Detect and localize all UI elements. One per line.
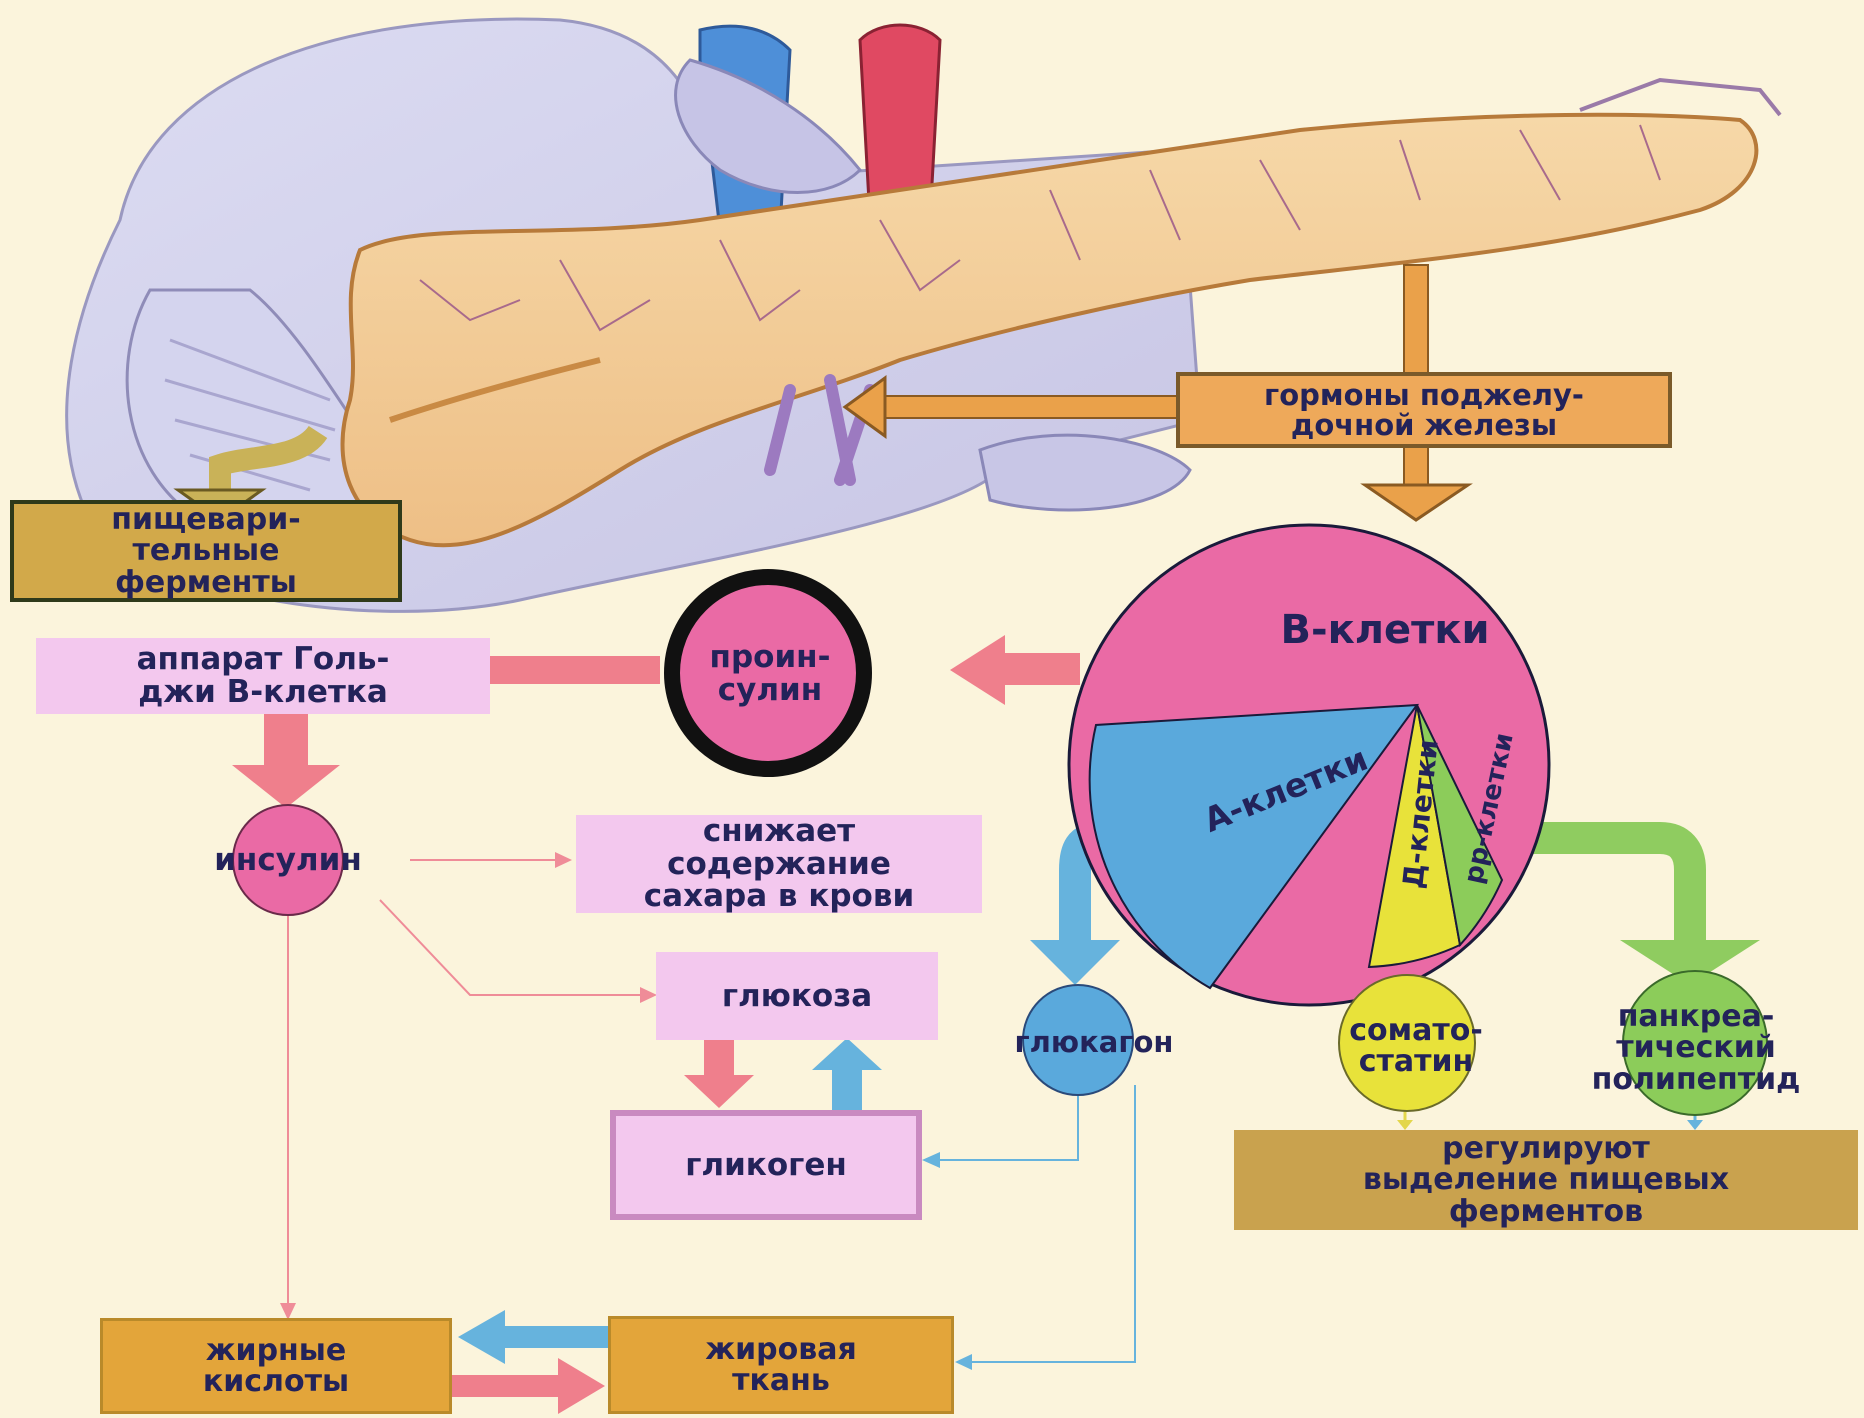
arrow-glycogen-glucose-shaft (832, 1068, 862, 1110)
hormone-shaft-left (880, 396, 1180, 418)
arrow-bcells-proinsulin-head (950, 635, 1005, 705)
arrow-glucagon-adipose (972, 1085, 1135, 1362)
golgi-box: аппарат Голь- джи В-клетка (36, 638, 490, 714)
adipose-tissue-box: жировая ткань (608, 1316, 954, 1414)
arrow-glucose-glycogen-shaft (704, 1040, 734, 1078)
arrow-acells-glucagon-head (1030, 940, 1120, 985)
digestive-enzymes-box: пищевари- тельные ферменты (10, 500, 402, 602)
glucose-box: глюкоза (656, 952, 938, 1040)
lowers-sugar-box: снижает содержание сахара в крови (576, 815, 982, 913)
somatostatin-label: сомато- статин (1306, 1010, 1526, 1082)
arrow-ppcells-polypeptide (1525, 838, 1690, 940)
arrow-bcells-proinsulin-shaft (1000, 653, 1080, 685)
regulate-enzymes-box: регулируют выделение пищевых ферментов (1234, 1130, 1858, 1230)
arrow-glycogen-glucose-head (812, 1038, 882, 1070)
glucagon-label: глюкагон (976, 1022, 1212, 1062)
arrow-glucagon-glycogen (940, 1095, 1078, 1160)
glycogen-box: гликоген (610, 1110, 922, 1220)
hormone-arrow-down-head (1365, 485, 1468, 520)
arrow-golgi-insulin-shaft (264, 712, 308, 767)
b-cells-label: В-клетки (1230, 600, 1540, 660)
splenic-vessel (1580, 80, 1780, 115)
pancreatic-hormones-box: гормоны поджелу- дочной железы (1176, 372, 1672, 448)
arrow-insulin-to-glucose (380, 900, 640, 995)
arrow-glucose-glycogen-head (684, 1075, 754, 1108)
arrow-fatty-adipose-head (558, 1358, 605, 1414)
pancreatic-polypeptide-label: панкреа- тический полипептид (1528, 998, 1864, 1098)
arrow-proinsulin-golgi-shaft (490, 656, 660, 684)
arrow-fatty-adipose-shaft (452, 1375, 562, 1397)
proinsulin-label: проин- сулин (680, 632, 860, 716)
arrow-adipose-fatty-head (458, 1310, 505, 1364)
jejunum-loop (980, 435, 1190, 510)
arrow-golgi-insulin-head (232, 765, 340, 808)
fatty-acids-box: жирные кислоты (100, 1318, 452, 1414)
insulin-label: инсулин (168, 840, 408, 880)
arrow-adipose-fatty-shaft (500, 1326, 610, 1348)
